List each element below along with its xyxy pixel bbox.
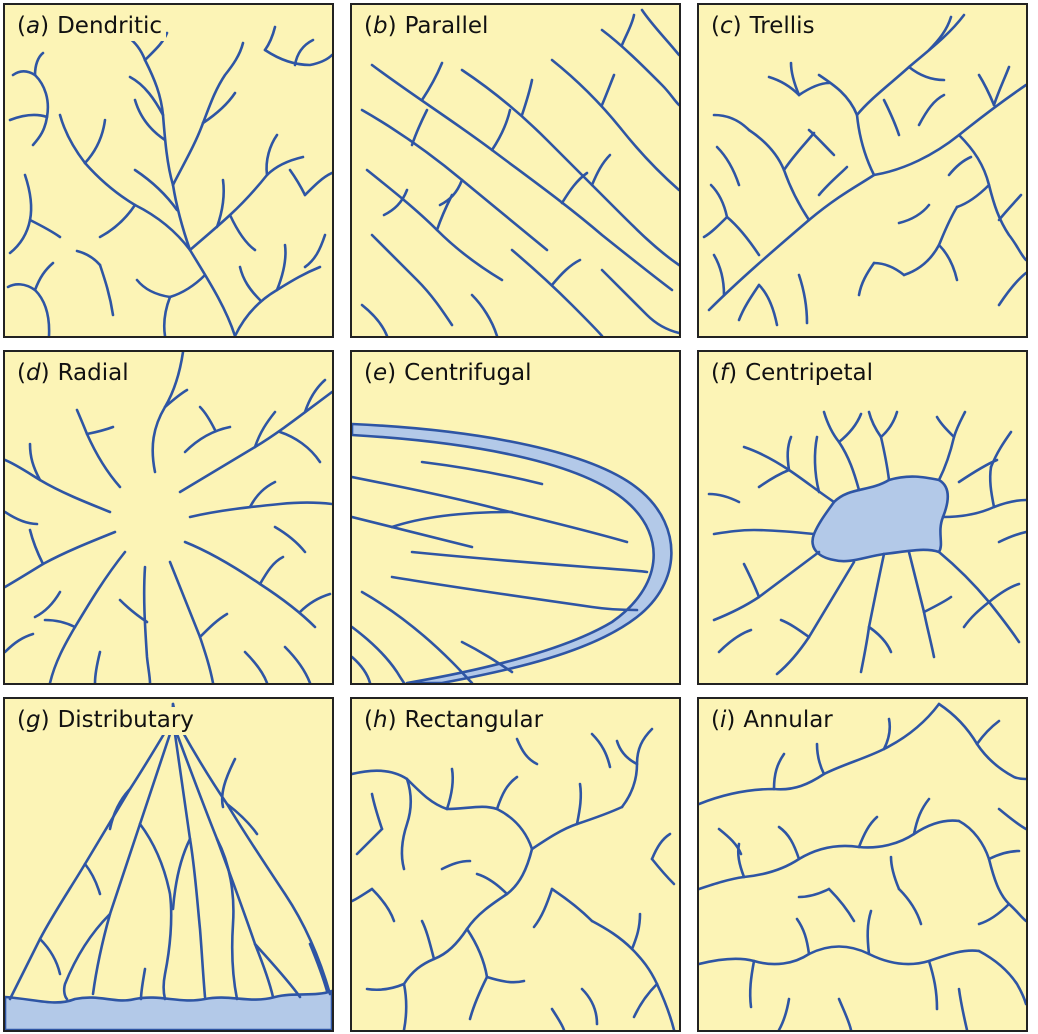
label-letter: a — [26, 13, 40, 39]
label-name: Dendritic — [57, 13, 162, 39]
label-paren-open: ( — [17, 707, 26, 733]
label-paren-close: ) — [388, 13, 397, 39]
sea — [5, 991, 332, 1030]
panel-annular: (i)Annular — [697, 697, 1028, 1032]
trellis-drainage-diagram — [699, 5, 1026, 336]
label-paren-open: ( — [711, 360, 720, 386]
label-name: Distributary — [58, 707, 194, 733]
dendritic-drainage-diagram — [5, 5, 332, 336]
label-paren-open: ( — [364, 360, 373, 386]
label-letter: f — [720, 360, 728, 386]
panel-distributary: (g) Distributary — [3, 697, 334, 1032]
label-paren-open: ( — [364, 13, 373, 39]
panel-label: (f) Centripetal — [711, 360, 877, 388]
panel-radial: (d) Radial — [3, 350, 334, 685]
label-paren-open: ( — [17, 13, 26, 39]
centripetal-drainage-diagram — [699, 352, 1026, 683]
label-letter: b — [373, 13, 388, 39]
panel-label: (h) Rectangular — [364, 707, 547, 735]
label-paren-close: ) — [41, 360, 50, 386]
panel-centrifugal: (e) Centrifugal — [350, 350, 681, 685]
label-paren-close: ) — [387, 360, 396, 386]
parallel-drainage-diagram — [352, 5, 679, 336]
label-letter: e — [373, 360, 387, 386]
panel-label: (e) Centrifugal — [364, 360, 536, 388]
panel-label: (c) Trellis — [711, 13, 819, 41]
label-name: Centrifugal — [404, 360, 531, 386]
panel-parallel: (b) Parallel — [350, 3, 681, 338]
panel-label: (b) Parallel — [364, 13, 492, 41]
radial-drainage-diagram — [5, 352, 332, 683]
label-paren-close: ) — [41, 707, 50, 733]
annular-drainage-diagram — [699, 699, 1026, 1030]
panel-label: (a) Dendritic — [17, 13, 166, 41]
panel-rectangular: (h) Rectangular — [350, 697, 681, 1032]
panel-centripetal: (f) Centripetal — [697, 350, 1028, 685]
distributary-drainage-diagram — [5, 699, 332, 1030]
label-paren-close: ) — [40, 13, 49, 39]
river-channel — [352, 424, 671, 683]
panel-dendritic: (a) Dendritic — [3, 3, 334, 338]
label-name: Parallel — [405, 13, 489, 39]
label-name: Trellis — [750, 13, 815, 39]
label-name: Centripetal — [745, 360, 873, 386]
label-paren-close: ) — [726, 707, 735, 733]
label-letter: d — [26, 360, 41, 386]
label-letter: c — [720, 13, 733, 39]
label-paren-open: ( — [711, 13, 720, 39]
panel-label: (d) Radial — [17, 360, 133, 388]
rectangular-drainage-diagram — [352, 699, 679, 1030]
label-name: Radial — [58, 360, 129, 386]
label-paren-open: ( — [711, 707, 720, 733]
centrifugal-drainage-diagram — [352, 352, 679, 683]
label-name: Annular — [743, 707, 832, 733]
label-paren-open: ( — [364, 707, 373, 733]
central-basin — [813, 477, 948, 562]
label-letter: g — [26, 707, 41, 733]
label-paren-close: ) — [728, 360, 737, 386]
panel-label: (g) Distributary — [17, 707, 198, 735]
label-paren-open: ( — [17, 360, 26, 386]
label-paren-close: ) — [733, 13, 742, 39]
label-letter: h — [373, 707, 388, 733]
panel-label: (i)Annular — [711, 707, 837, 735]
panel-trellis: (c) Trellis — [697, 3, 1028, 338]
label-paren-close: ) — [388, 707, 397, 733]
label-name: Rectangular — [405, 707, 544, 733]
